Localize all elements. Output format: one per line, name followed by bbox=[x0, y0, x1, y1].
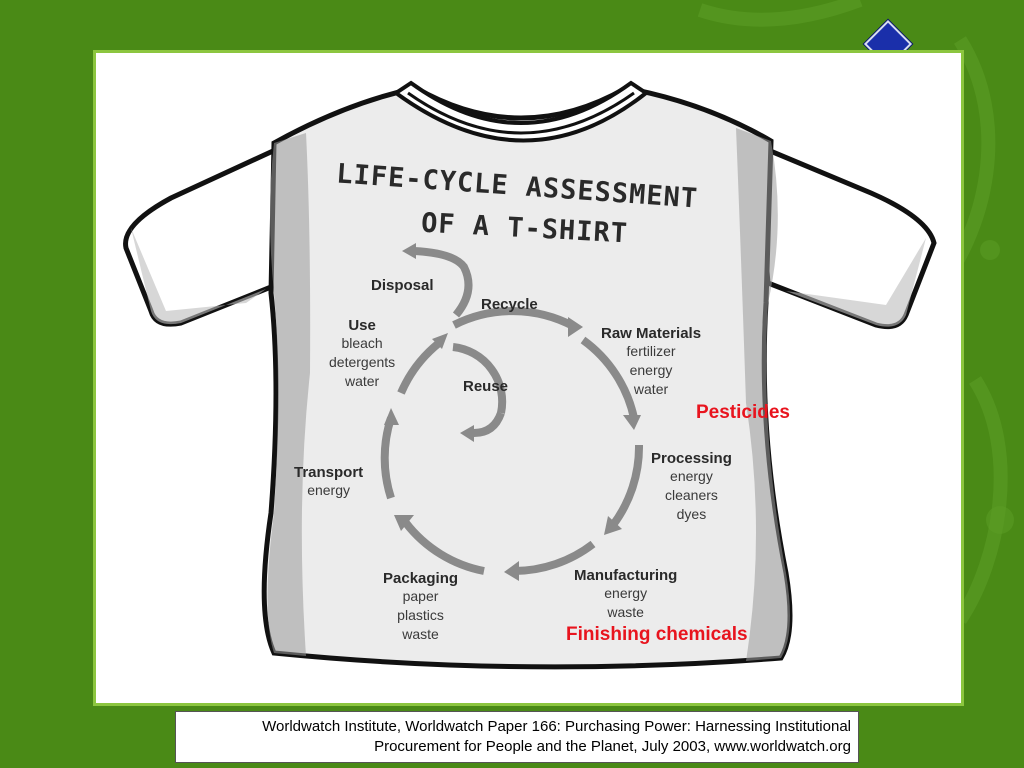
source-caption: Worldwatch Institute, Worldwatch Paper 1… bbox=[175, 711, 859, 763]
stage-item: waste bbox=[402, 626, 439, 642]
stage-processing: Processing energy cleaners dyes bbox=[651, 450, 732, 524]
stage-item: energy bbox=[604, 585, 648, 601]
diagram-panel: LIFE-CYCLE ASSESSMENT OF A T-SHIRT Dispo… bbox=[93, 50, 964, 706]
stage-label: Processing bbox=[651, 450, 732, 467]
stage-use: Use bleach detergents water bbox=[329, 317, 395, 391]
stage-item: paper bbox=[402, 588, 439, 604]
stage-label: Use bbox=[348, 317, 376, 334]
stage-label: Packaging bbox=[383, 570, 459, 587]
stage-item: energy bbox=[670, 468, 713, 484]
stage-label: Transport bbox=[294, 464, 364, 481]
stage-item: detergents bbox=[329, 354, 396, 370]
stage-item: fertilizer bbox=[626, 343, 676, 359]
stage-disposal: Disposal bbox=[371, 277, 434, 294]
stage-manufacturing: Manufacturing energy waste bbox=[574, 567, 677, 622]
stage-transport: Transport energy bbox=[294, 464, 363, 500]
stage-item: energy bbox=[307, 482, 350, 498]
stage-label: Manufacturing bbox=[574, 567, 678, 584]
annotation-finishing-chemicals: Finishing chemicals bbox=[566, 624, 748, 645]
stage-packaging: Packaging paper plastics waste bbox=[383, 570, 458, 644]
stage-recycle: Recycle bbox=[481, 296, 538, 313]
stage-label: Disposal bbox=[371, 277, 434, 294]
stage-label: Raw Materials bbox=[601, 325, 702, 342]
annotation-pesticides: Pesticides bbox=[696, 402, 790, 423]
stage-item: bleach bbox=[341, 335, 383, 351]
tshirt-illustration bbox=[123, 80, 937, 670]
stage-item: water bbox=[633, 381, 669, 397]
caption-line1: Worldwatch Institute, Worldwatch Paper 1… bbox=[262, 718, 851, 735]
stage-item: waste bbox=[607, 604, 644, 620]
stage-item: dyes bbox=[676, 506, 707, 522]
caption-line2: Procurement for People and the Planet, J… bbox=[374, 738, 851, 755]
stage-item: cleaners bbox=[664, 487, 718, 503]
stage-item: plastics bbox=[397, 607, 444, 623]
stage-label: Reuse bbox=[463, 378, 509, 395]
stage-raw-materials: Raw Materials fertilizer energy water bbox=[601, 325, 701, 399]
stage-reuse: Reuse bbox=[463, 378, 508, 395]
stage-label: Recycle bbox=[481, 296, 538, 313]
stage-item: water bbox=[344, 373, 380, 389]
stage-item: energy bbox=[629, 362, 673, 378]
